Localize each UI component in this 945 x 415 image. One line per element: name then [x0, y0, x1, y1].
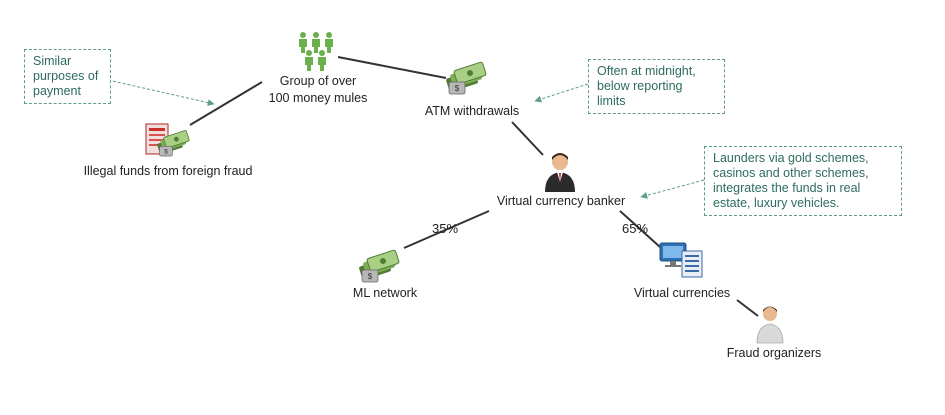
node-label-atm: ATM withdrawals	[424, 104, 520, 118]
callout-midnight: Often at midnight, below reporting limit…	[588, 59, 725, 114]
cash-stack-icon	[358, 249, 400, 283]
edge-pct-virtual: 65%	[622, 221, 649, 236]
node-label-mules-line2: 100 money mules	[268, 91, 368, 105]
edge-banker-virtual	[619, 210, 661, 248]
node-label-virtual: Virtual currencies	[633, 286, 731, 300]
callout-launders-line3: integrates the funds in real	[713, 181, 861, 195]
cash-stack-icon	[445, 61, 487, 95]
businessman-icon	[545, 153, 575, 192]
people-group-icon	[299, 32, 333, 71]
callout-midnight-line2: below reporting	[597, 79, 683, 93]
computer-icon	[659, 242, 703, 278]
callout-launders-line4: estate, luxury vehicles.	[713, 196, 840, 210]
callout-arrow-similar	[107, 79, 215, 107]
document-cash-icon	[145, 123, 190, 157]
node-label-banker: Virtual currency banker	[496, 194, 626, 208]
callout-midnight-line1: Often at midnight,	[597, 64, 696, 78]
callout-similar-line2: purposes of	[33, 69, 99, 83]
callout-launders-line2: casinos and other schemes,	[713, 166, 869, 180]
callout-arrow-midnight	[534, 83, 589, 103]
edge-atm-banker	[511, 121, 544, 156]
edge-banker-ml	[403, 210, 490, 249]
node-label-mules-line1: Group of over	[279, 74, 357, 88]
edge-virtual-fraud	[736, 299, 759, 317]
node-label-ml: ML network	[352, 286, 418, 300]
edge-pct-ml: 35%	[432, 221, 459, 236]
callout-midnight-line3: limits	[597, 94, 626, 108]
person-icon	[756, 306, 784, 344]
edge-illegal-mules	[189, 81, 263, 126]
node-label-fraud: Fraud organizers	[726, 346, 822, 360]
callout-similar: Similar purposes of payment	[24, 49, 111, 104]
callout-arrow-launders	[640, 179, 705, 199]
edge-mules-atm	[337, 56, 447, 79]
node-label-illegal: Illegal funds from foreign fraud	[83, 164, 253, 178]
callout-launders-line1: Launders via gold schemes,	[713, 151, 869, 165]
callout-similar-line1: Similar	[33, 54, 72, 68]
node-label-mules: Group of over 100 money mules	[258, 73, 378, 107]
callout-similar-line3: payment	[33, 84, 81, 98]
callout-launders: Launders via gold schemes, casinos and o…	[704, 146, 902, 216]
